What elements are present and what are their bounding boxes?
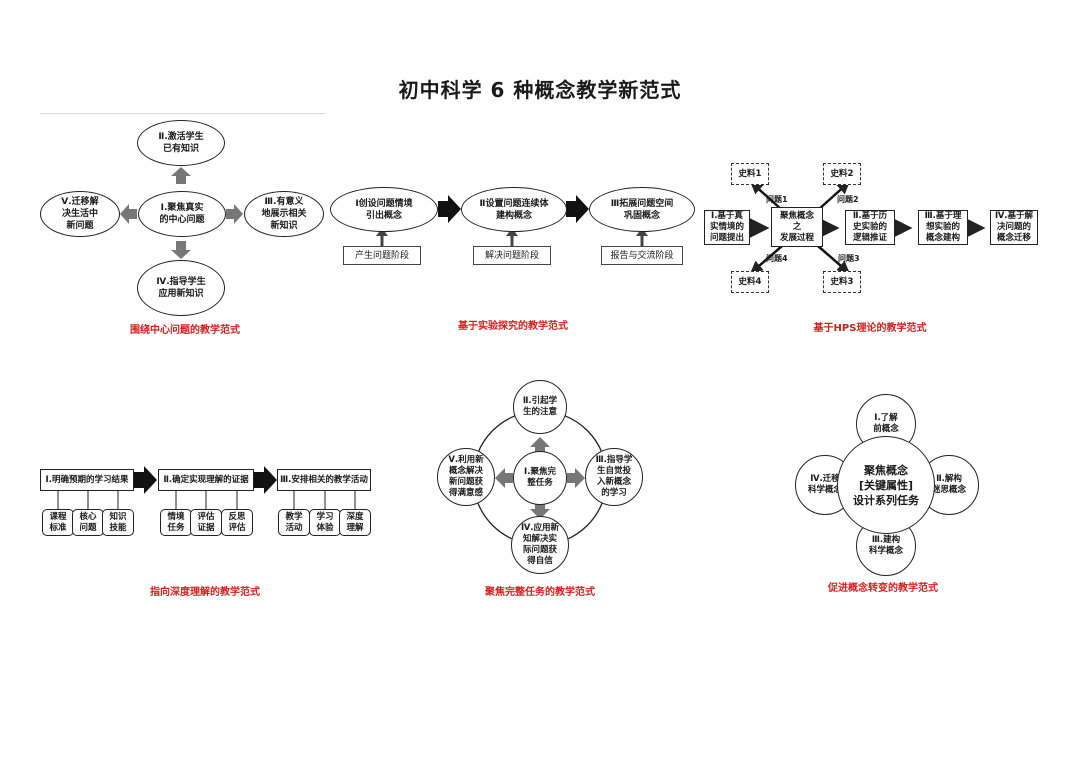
d1-left-node: Ⅴ.迁移解 决生活中 新问题 — [40, 191, 120, 237]
d3-box-3: Ⅲ.基于理 想实验的 概念建构 — [918, 210, 968, 245]
divider-line — [40, 113, 325, 114]
d2-phase-2: 解决问题阶段 — [473, 246, 551, 265]
d6-caption: 促进概念转变的教学范式 — [828, 583, 938, 594]
d4-sub-2-2: 评估 证据 — [190, 509, 222, 536]
d4-sub-3-1: 教学 活动 — [278, 509, 310, 536]
d2-up-arrows — [376, 228, 648, 246]
d4-caption: 指向深度理解的教学范式 — [150, 587, 260, 598]
d1-arrows — [120, 167, 243, 259]
d5-right-node: Ⅲ.指导学 生自觉投 入新概念 的学习 — [585, 448, 643, 506]
d1-right-node: Ⅲ.有意义 地展示相关 新知识 — [244, 191, 324, 237]
d5-left-node: Ⅴ.利用新 概念解决 新问题获 得满意感 — [437, 448, 495, 506]
d4-arrows — [134, 466, 277, 494]
d2-stage-3: Ⅲ拓展问题空间 巩固概念 — [589, 187, 695, 232]
d4-sub-1-1: 课程 标准 — [42, 509, 74, 536]
d3-caption: 基于HPS理论的教学范式 — [813, 323, 927, 334]
d2-phase-1: 产生问题阶段 — [343, 246, 421, 265]
d4-stage-1: Ⅰ.明确预期的学习结果 — [40, 469, 134, 491]
d1-top-node: Ⅱ.激活学生 已有知识 — [137, 120, 225, 166]
d2-arrows — [438, 195, 589, 223]
d4-sub-1-3: 知识 技能 — [102, 509, 134, 536]
d2-stage-1: Ⅰ创设问题情境 引出概念 — [330, 187, 438, 232]
d3-source-4: 史料4 — [731, 271, 769, 293]
d5-top-node: Ⅱ.引起学 生的注意 — [513, 380, 567, 434]
d1-bottom-node: Ⅳ.指导学生 应用新知识 — [137, 260, 225, 316]
d4-sub-1-2: 核心 问题 — [72, 509, 104, 536]
d4-sub-3-3: 深度 理解 — [339, 509, 371, 536]
d3-box-center: 聚焦概念 之 发展过程 — [771, 207, 823, 247]
d3-question-2: 问题2 — [837, 195, 859, 204]
d2-phase-3: 报告与交流阶段 — [601, 246, 683, 265]
d4-sub-2-3: 反思 评估 — [221, 509, 253, 536]
d3-question-4: 问题4 — [766, 254, 788, 263]
d3-source-1: 史料1 — [731, 163, 769, 185]
d5-bottom-node: Ⅳ.应用新 知解决实 际问题获 得自信 — [511, 516, 569, 574]
d3-source-3: 史料3 — [823, 271, 861, 293]
d4-connectors — [57, 491, 356, 509]
d3-question-1: 问题1 — [766, 195, 788, 204]
d3-box-1: Ⅰ.基于真 实情境的 问题提出 — [704, 210, 750, 245]
d2-stage-2: Ⅱ设置问题连续体 建构概念 — [461, 187, 567, 232]
d3-source-2: 史料2 — [823, 163, 861, 185]
d4-stage-2: Ⅱ.确定实现理解的证据 — [158, 469, 254, 491]
d3-box-2: Ⅱ.基于历 史实验的 逻辑推证 — [845, 210, 895, 245]
d6-center-node: 聚焦概念 [关键属性] 设计系列任务 — [837, 436, 935, 534]
page-title: 初中科学 6 种概念教学新范式 — [398, 78, 682, 102]
d3-diagonals — [750, 181, 850, 274]
d5-caption: 聚焦完整任务的教学范式 — [485, 587, 595, 598]
d2-caption: 基于实验探究的教学范式 — [458, 321, 568, 332]
d4-sub-3-2: 学习 体验 — [309, 509, 341, 536]
d3-box-4: Ⅳ.基于解 决问题的 概念迁移 — [990, 210, 1038, 245]
d4-sub-2-1: 情境 任务 — [160, 509, 192, 536]
d5-center-node: Ⅰ.聚焦完 整任务 — [513, 451, 567, 505]
d4-stage-3: Ⅲ.安排相关的教学活动 — [277, 469, 371, 491]
d3-question-3: 问题3 — [838, 254, 860, 263]
d1-caption: 围绕中心问题的教学范式 — [130, 325, 240, 336]
d5-arrows — [495, 437, 585, 519]
d1-center-node: Ⅰ.聚焦真实 的中心问题 — [138, 191, 226, 237]
